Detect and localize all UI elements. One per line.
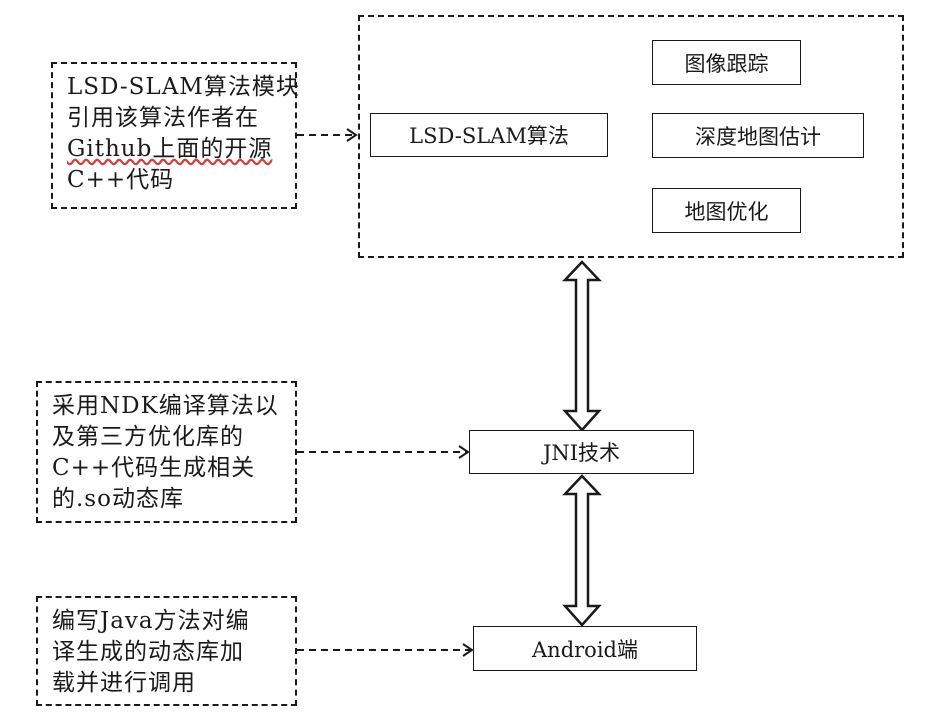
- arrowhead-icon: [346, 128, 358, 142]
- note-line: LSD-SLAM算法模块: [67, 74, 300, 100]
- note-ndk-compile: 采用NDK编译算法以 及第三方优化库的 C++代码生成相关 的.so动态库: [36, 381, 297, 523]
- arrowhead-icon: [458, 445, 470, 459]
- note-line: 编写Java方法对编: [52, 608, 250, 634]
- note-line: 及第三方优化库的: [52, 424, 244, 450]
- note-line: C++代码: [67, 167, 175, 193]
- note-line: 的.so动态库: [52, 486, 184, 512]
- note-lsd-slam-source: LSD-SLAM算法模块 引用该算法作者在 Github上面的开源 C++代码: [51, 62, 300, 209]
- sub-node-depth-map-estimation: 深度地图估计: [652, 113, 864, 158]
- double-arrow-icon: [562, 474, 602, 627]
- arrowhead-icon: [462, 643, 474, 657]
- double-arrow-icon: [562, 260, 602, 432]
- note-line: 引用该算法作者在: [67, 105, 259, 131]
- note-line: Github上面的开源: [67, 136, 273, 162]
- lsd-slam-main-node: LSD-SLAM算法: [370, 113, 608, 157]
- jni-node: JNI技术: [469, 430, 694, 474]
- note-line: C++代码生成相关: [52, 455, 256, 481]
- android-node: Android端: [473, 626, 697, 671]
- note-line: 译生成的动态库加: [52, 639, 244, 665]
- note-java-load: 编写Java方法对编 译生成的动态库加 载并进行调用: [36, 596, 297, 706]
- sub-node-image-tracking: 图像跟踪: [652, 40, 801, 85]
- note-line: 载并进行调用: [52, 670, 196, 696]
- note-line: 采用NDK编译算法以: [52, 393, 279, 419]
- sub-node-map-optimization: 地图优化: [652, 188, 801, 233]
